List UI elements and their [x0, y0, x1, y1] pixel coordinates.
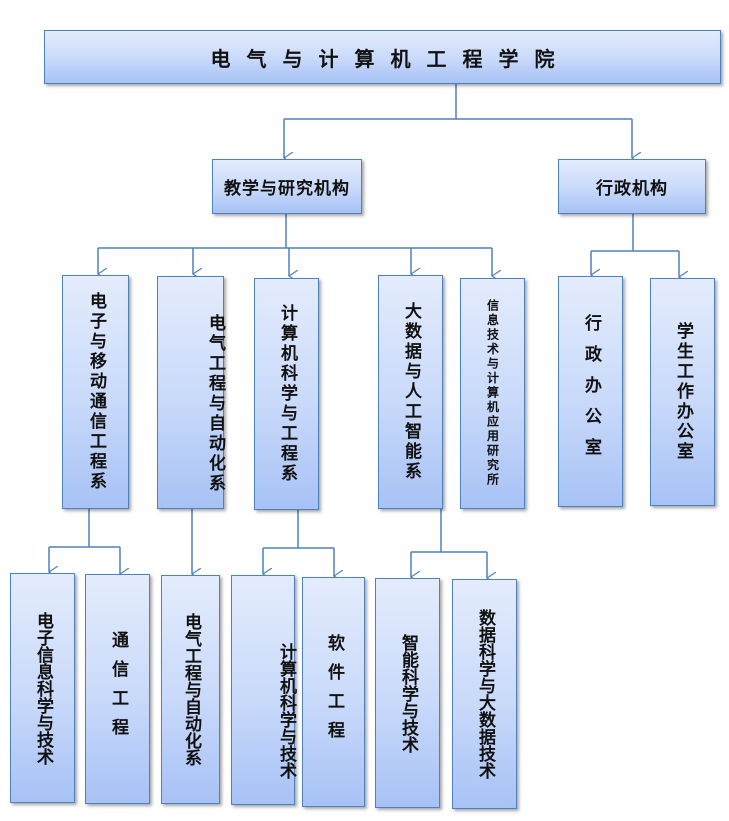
node-teaching-research: 教学与研究机构 — [212, 159, 362, 214]
node-label: 通信工程 — [108, 631, 128, 747]
node-label: 计算机科学与工程系 — [277, 304, 297, 484]
major-communication-eng: 通信工程 — [85, 574, 150, 804]
node-label: 教学与研究机构 — [224, 179, 350, 199]
node-label: 电子与移动通信工程系 — [86, 292, 106, 492]
node-label: 数据科学与大数据技术 — [475, 609, 495, 779]
node-label: 大数据与人工智能系 — [401, 302, 421, 482]
root-label: 电气与计算机工程学院 — [210, 46, 571, 71]
office-student-affairs: 学生工作办公室 — [650, 278, 715, 506]
node-administration: 行政机构 — [558, 159, 706, 214]
connector-root-trunk — [284, 84, 632, 120]
major-electronic-info-sci: 电子信息科学与技术 — [10, 573, 75, 803]
node-label: 行政办公室 — [581, 314, 601, 469]
node-label: 智能科学与技术 — [398, 633, 418, 753]
major-data-sci-bigdata: 数据科学与大数据技术 — [452, 579, 517, 809]
node-label: 计算机科学与技术 — [276, 643, 296, 779]
node-label: 电气工程与自动化系 — [205, 313, 225, 494]
connector-dept1-trunk — [49, 509, 120, 548]
connector-dept4-trunk — [411, 509, 487, 553]
major-software-eng: 软件工程 — [302, 577, 365, 807]
node-label: 电子信息科学与技术 — [33, 611, 53, 765]
dept-electronics-mobile-comm: 电子与移动通信工程系 — [62, 275, 129, 509]
dept-electrical-automation: 电气工程与自动化系 — [157, 276, 225, 509]
node-label: 学生工作办公室 — [673, 322, 693, 462]
connector-dept3-trunk — [263, 510, 334, 549]
connector-teaching-trunk — [98, 214, 492, 249]
dept-computer-science: 计算机科学与工程系 — [254, 278, 319, 510]
major-intelligent-sci-tech: 智能科学与技术 — [375, 578, 440, 808]
major-electrical-automation: 电气工程与自动化系 — [161, 575, 220, 804]
node-label: 软件工程 — [324, 634, 344, 750]
office-administration: 行政办公室 — [558, 276, 623, 507]
node-label: 电气工程与自动化系 — [181, 613, 201, 766]
node-label: 信息技术与计算机应用研究所 — [485, 299, 500, 488]
root-node: 电气与计算机工程学院 — [44, 30, 721, 84]
institute-it-computer-application: 信息技术与计算机应用研究所 — [460, 278, 525, 509]
connector-admin-trunk — [591, 214, 679, 252]
node-label: 行政机构 — [596, 179, 668, 199]
major-computer-sci-tech: 计算机科学与技术 — [231, 575, 296, 805]
dept-bigdata-ai: 大数据与人工智能系 — [378, 275, 443, 509]
